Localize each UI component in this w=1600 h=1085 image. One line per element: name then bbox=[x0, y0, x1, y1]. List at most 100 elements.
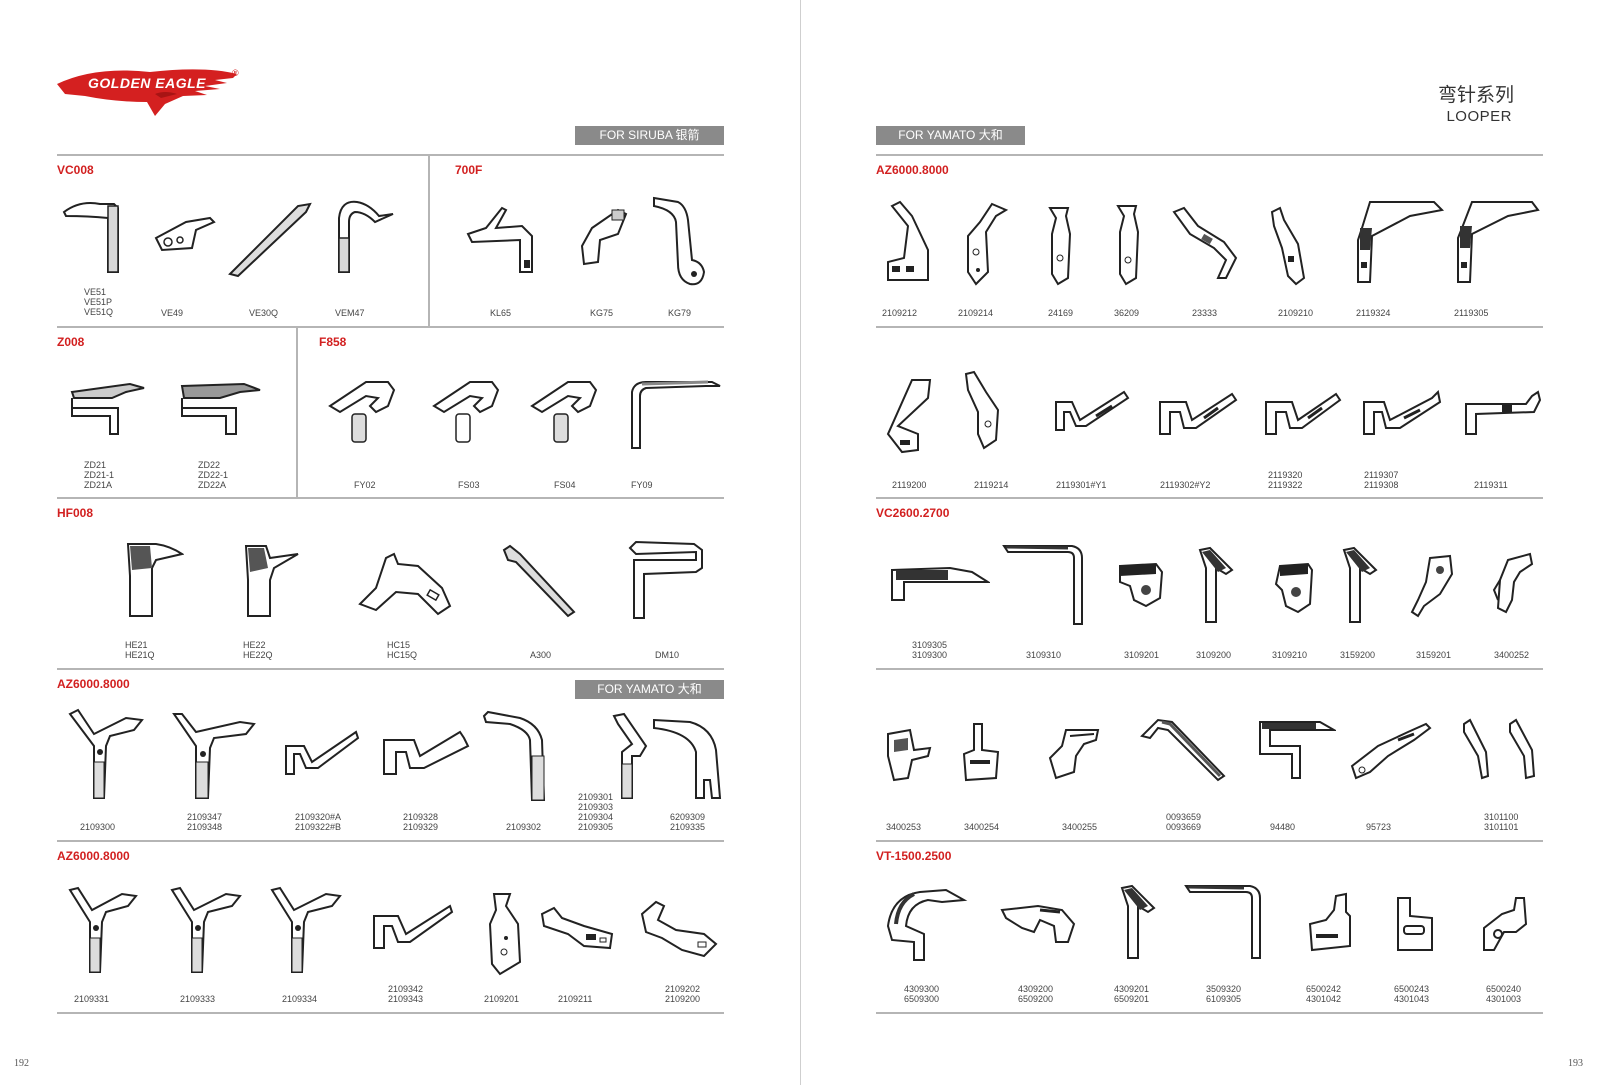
looper-part-image bbox=[1452, 200, 1542, 286]
part-number: 2119302#Y2 bbox=[1160, 480, 1211, 490]
part-number: A300 bbox=[530, 650, 552, 660]
looper-part-image bbox=[1262, 390, 1344, 438]
part-number: 4309200 6509200 bbox=[1018, 984, 1054, 1004]
looper-part-image bbox=[124, 540, 184, 618]
brand-name: GOLDEN EAGLE bbox=[88, 75, 207, 91]
rule bbox=[57, 1012, 724, 1014]
looper-part-image bbox=[168, 884, 244, 976]
looper-part-image bbox=[1052, 388, 1132, 434]
part-number: FS03 bbox=[458, 480, 480, 490]
page-number-left: 192 bbox=[14, 1058, 29, 1069]
catalog-title-en: LOOPER bbox=[1446, 108, 1512, 125]
looper-part-image bbox=[1138, 716, 1228, 782]
part-number: VE30Q bbox=[249, 308, 279, 318]
section-title-az6000: AZ6000.8000 bbox=[876, 163, 949, 177]
looper-part-image bbox=[638, 898, 720, 960]
looper-part-image bbox=[326, 376, 398, 448]
part-number: 3400252 bbox=[1494, 650, 1530, 660]
part-number: FS04 bbox=[554, 480, 576, 490]
section-title-hf008: HF008 bbox=[57, 506, 94, 520]
looper-part-image bbox=[1046, 726, 1102, 780]
part-number: 2119307 2119308 bbox=[1364, 470, 1399, 490]
divider bbox=[428, 155, 430, 326]
eagle-wing-icon bbox=[57, 69, 237, 116]
part-number: 2119305 bbox=[1454, 308, 1489, 318]
part-number: FY02 bbox=[354, 480, 376, 490]
part-number: 0093659 0093669 bbox=[1166, 812, 1202, 832]
part-number: 6500243 4301043 bbox=[1394, 984, 1430, 1004]
looper-part-image bbox=[1184, 882, 1264, 960]
looper-part-image bbox=[626, 538, 706, 620]
looper-part-image bbox=[462, 204, 538, 276]
rule bbox=[57, 154, 724, 156]
looper-part-image bbox=[1340, 546, 1380, 624]
part-number: 2119214 bbox=[974, 480, 1009, 490]
part-number: 6500242 4301042 bbox=[1306, 984, 1342, 1004]
looper-part-image bbox=[480, 710, 560, 802]
looper-part-image bbox=[1460, 716, 1538, 780]
part-number: 3400255 bbox=[1062, 822, 1098, 832]
part-number: ZD22 ZD22-1 ZD22A bbox=[198, 460, 229, 490]
page-gutter bbox=[800, 0, 801, 1085]
rule bbox=[876, 1012, 1543, 1014]
part-number: 3509320 6109305 bbox=[1206, 984, 1242, 1004]
part-number: VEM47 bbox=[335, 308, 365, 318]
part-number: 3109200 bbox=[1196, 650, 1232, 660]
looper-part-image bbox=[1046, 204, 1074, 286]
looper-part-image bbox=[1350, 200, 1446, 286]
part-number: 2109331 bbox=[74, 994, 110, 1004]
looper-part-image bbox=[380, 728, 472, 778]
rule bbox=[876, 840, 1543, 842]
looper-part-image bbox=[650, 194, 710, 288]
looper-part-image bbox=[1196, 546, 1236, 624]
looper-part-image bbox=[356, 548, 456, 616]
part-number: 2109301 2109303 2109304 2109305 bbox=[578, 792, 614, 832]
rule bbox=[57, 326, 724, 328]
part-number: KL65 bbox=[490, 308, 512, 318]
part-number: 2109342 2109343 bbox=[388, 984, 424, 1004]
part-number: 4309300 6509300 bbox=[904, 984, 940, 1004]
looper-part-image bbox=[650, 716, 724, 800]
yamato-banner: FOR YAMATO 大和 bbox=[575, 680, 724, 699]
looper-part-image bbox=[1348, 720, 1432, 782]
looper-part-image bbox=[884, 886, 968, 962]
rule bbox=[57, 497, 724, 499]
divider bbox=[296, 327, 298, 498]
registered-mark: ® bbox=[232, 68, 239, 78]
part-number: 2109210 bbox=[1278, 308, 1314, 318]
section-title-az6000: AZ6000.8000 bbox=[57, 677, 130, 691]
looper-part-image bbox=[1116, 560, 1166, 610]
part-number: 3400253 bbox=[886, 822, 922, 832]
part-number: 2109334 bbox=[282, 994, 318, 1004]
part-number: 23333 bbox=[1192, 308, 1218, 318]
part-number: 3101100 3101101 bbox=[1484, 812, 1519, 832]
rule bbox=[876, 497, 1543, 499]
part-number: 95723 bbox=[1366, 822, 1392, 832]
looper-part-image bbox=[578, 206, 630, 272]
part-number: 2119311 bbox=[1474, 480, 1508, 490]
part-number: 2119320 2119322 bbox=[1268, 470, 1303, 490]
part-number: HE22 HE22Q bbox=[243, 640, 273, 660]
looper-part-image bbox=[1360, 390, 1444, 438]
siruba-banner: FOR SIRUBA 银箭 bbox=[575, 126, 724, 145]
looper-part-image bbox=[998, 902, 1078, 946]
rule bbox=[57, 668, 724, 670]
part-number: KG75 bbox=[590, 308, 614, 318]
looper-part-image bbox=[884, 376, 934, 456]
part-number: 2119200 bbox=[892, 480, 927, 490]
looper-part-image bbox=[888, 562, 990, 604]
part-number: 2109202 2109200 bbox=[665, 984, 701, 1004]
part-number: VE51 VE51P VE51Q bbox=[84, 287, 114, 317]
section-title-vt1500: VT-1500.2500 bbox=[876, 849, 952, 863]
looper-part-image bbox=[1394, 894, 1436, 954]
part-number: ZD21 ZD21-1 ZD21A bbox=[84, 460, 115, 490]
part-number: 2109328 2109329 bbox=[403, 812, 439, 832]
part-number: 2109320#A 2109322#B bbox=[295, 812, 342, 832]
looper-part-image bbox=[884, 200, 934, 284]
section-title-f858: F858 bbox=[319, 335, 347, 349]
golden-eagle-logo: GOLDEN EAGLE ® bbox=[55, 64, 245, 116]
part-number: FY09 bbox=[631, 480, 653, 490]
looper-part-image bbox=[228, 200, 313, 278]
section-title-az6000: AZ6000.8000 bbox=[57, 849, 130, 863]
looper-part-image bbox=[610, 712, 650, 800]
